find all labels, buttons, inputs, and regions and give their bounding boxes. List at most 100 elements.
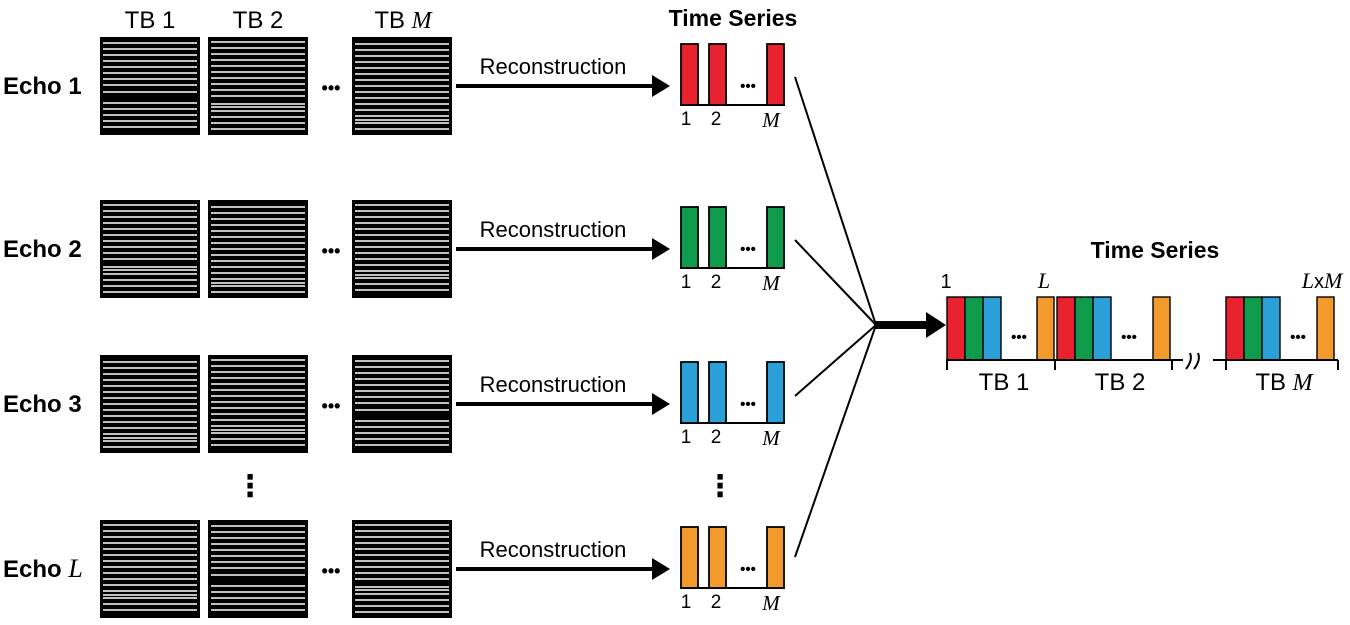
combined-label-tbm: TB M <box>1255 369 1314 396</box>
kspace-box-tb1 <box>100 355 200 453</box>
series-bar-2 <box>708 361 727 424</box>
combined-bar-echo1 <box>1225 296 1245 361</box>
kspace-box-tbm <box>352 520 452 618</box>
combined-bar-echo3 <box>982 296 1002 361</box>
series-tick-2: 2 <box>711 272 722 293</box>
echo-label: Echo 3 <box>3 391 82 418</box>
combined-label-tbm-prefix: TB <box>1255 369 1292 396</box>
converge-line-echo3 <box>794 324 877 397</box>
combined-ellipsis: ••• <box>1290 329 1306 346</box>
kspace-box-background <box>352 520 452 618</box>
kspace-ellipsis: ••• <box>322 78 341 98</box>
combined-bar-echoL <box>1152 296 1171 361</box>
reconstruction-arrow-head <box>652 393 670 415</box>
series-tick-2: 2 <box>711 109 722 130</box>
combined-group-tbm: ••• <box>1225 296 1335 361</box>
column-header-tbm-var: M <box>411 8 434 34</box>
combined-group-tb2: ••• <box>1056 296 1171 361</box>
echo-label: Echo 2 <box>3 236 82 263</box>
combined-label-tbm-var: M <box>1292 370 1315 396</box>
vertical-ellipsis-kspace: ⋮ <box>235 470 265 503</box>
combined-label-first: 1 <box>940 271 951 293</box>
combined-bar-echo2 <box>964 296 984 361</box>
kspace-ellipsis: ••• <box>322 561 341 581</box>
combined-bar-echo3 <box>1261 296 1281 361</box>
reconstruction-label: Reconstruction <box>480 54 627 79</box>
reconstruction-arrow-head <box>652 238 670 260</box>
column-header-tb2: TB 2 <box>233 7 284 34</box>
series-ellipsis: ••• <box>740 241 756 258</box>
combined-bar-echoL <box>1036 296 1055 361</box>
series-tick-1: 1 <box>681 272 692 293</box>
series-bar-m <box>766 206 785 269</box>
series-tick-1: 1 <box>681 592 692 613</box>
kspace-box-tb2 <box>208 520 308 618</box>
combined-group-tb1: ••• <box>946 296 1055 361</box>
combined-bar-echo1 <box>946 296 966 361</box>
series-bar-m <box>766 526 785 589</box>
combined-label-lxm-var2: M <box>1323 268 1344 293</box>
kspace-box-background <box>100 200 200 298</box>
converge-line-echo1 <box>794 76 877 326</box>
reconstruction-label: Reconstruction <box>480 372 627 397</box>
small-series-title: Time Series <box>669 5 798 31</box>
combined-label-lxm-var1: L <box>1301 268 1314 293</box>
combined-label-tb1: TB 1 <box>979 369 1030 396</box>
combined-label-lxm-x: x <box>1314 271 1324 293</box>
kspace-box-background <box>208 520 308 618</box>
series-tick-1: 1 <box>681 109 692 130</box>
combine-arrow-head <box>926 312 946 338</box>
series-tick-1: 1 <box>681 427 692 448</box>
converge-line-echoL <box>794 324 877 558</box>
reconstruction-label: Reconstruction <box>480 217 627 242</box>
combined-bar-echo2 <box>1074 296 1094 361</box>
reconstruction-label: Reconstruction <box>480 537 627 562</box>
series-tick-m: M <box>761 426 781 450</box>
series-tick-2: 2 <box>711 427 722 448</box>
column-header-tbm-prefix: TB <box>374 7 411 34</box>
combined-label-l: L <box>1037 268 1050 293</box>
series-bar-1 <box>680 43 699 106</box>
series-bar-2 <box>708 526 727 589</box>
combined-bar-echo3 <box>1092 296 1112 361</box>
kspace-box-tb1 <box>100 37 200 135</box>
reconstruction-arrow-head <box>652 558 670 580</box>
kspace-box-tb1 <box>100 520 200 618</box>
kspace-box-tb2 <box>208 37 308 135</box>
reconstruction-arrow-head <box>652 75 670 97</box>
kspace-ellipsis: ••• <box>322 241 341 261</box>
converging-lines <box>794 76 877 558</box>
kspace-box-tb1 <box>100 200 200 298</box>
combined-bar-echo1 <box>1056 296 1076 361</box>
series-ellipsis: ••• <box>740 561 756 578</box>
converge-line-echo2 <box>794 239 877 326</box>
series-ellipsis: ••• <box>740 396 756 413</box>
kspace-ellipsis: ••• <box>322 396 341 416</box>
kspace-box-background <box>100 37 200 135</box>
column-header-tb1: TB 1 <box>125 7 176 34</box>
echo-label: Echo L <box>3 554 83 583</box>
combined-series-title: Time Series <box>1091 237 1220 263</box>
series-bar-2 <box>708 206 727 269</box>
axis-break-icon <box>1185 352 1200 370</box>
series-tick-2: 2 <box>711 592 722 613</box>
echo-label-var: L <box>67 554 82 583</box>
combined-bar-echoL <box>1316 296 1335 361</box>
series-bar-1 <box>680 206 699 269</box>
combined-label-tb2: TB 2 <box>1095 369 1146 396</box>
column-header-tbm: TB M <box>374 7 433 34</box>
combined-ellipsis: ••• <box>1121 329 1137 346</box>
kspace-box-tbm <box>352 37 452 135</box>
series-bar-m <box>766 361 785 424</box>
series-bar-1 <box>680 361 699 424</box>
combined-bar-echo2 <box>1243 296 1263 361</box>
echo-label: Echo 1 <box>3 73 82 100</box>
kspace-box-background <box>352 355 452 453</box>
